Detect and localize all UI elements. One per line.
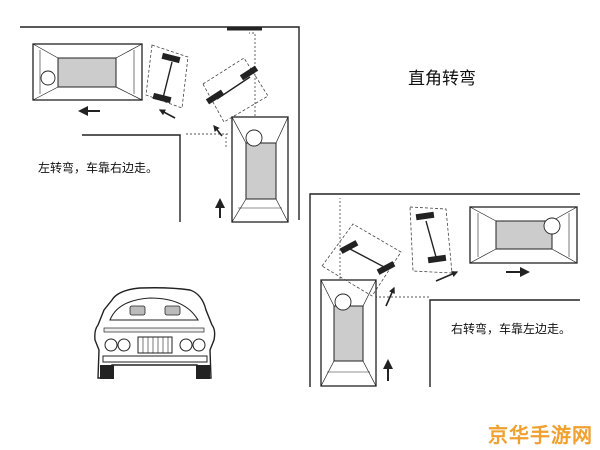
caption-right-turn: 右转弯，车靠左边走。 xyxy=(451,322,572,336)
right-turn-scene xyxy=(309,193,580,387)
road-edge-inner xyxy=(429,299,580,387)
road-edge-inner xyxy=(82,134,181,222)
arrow-turn-icon xyxy=(213,125,223,137)
car-top-view-right xyxy=(469,206,578,264)
axle-frame-1 xyxy=(321,223,402,297)
car-top-view-up xyxy=(320,279,377,387)
road-edge-outer xyxy=(20,26,300,220)
car-front-icon xyxy=(94,287,216,379)
watermark: 京华手游网 xyxy=(488,423,593,447)
axle-frame-2 xyxy=(202,57,269,123)
arrow-turn-icon xyxy=(385,286,395,307)
arrow-turn-icon xyxy=(435,271,459,282)
car-top-view-up xyxy=(231,116,289,223)
caption-left-turn: 左转弯，车靠右边走。 xyxy=(38,161,159,175)
left-turn-scene xyxy=(20,26,300,223)
axle-frame-2 xyxy=(409,206,453,274)
arrow-turn-icon xyxy=(158,109,176,119)
road-edge-outer xyxy=(309,193,580,387)
axle-frame-1 xyxy=(145,44,189,109)
car-top-view-left xyxy=(32,43,143,101)
diagram-title: 直角转弯 xyxy=(408,69,476,89)
